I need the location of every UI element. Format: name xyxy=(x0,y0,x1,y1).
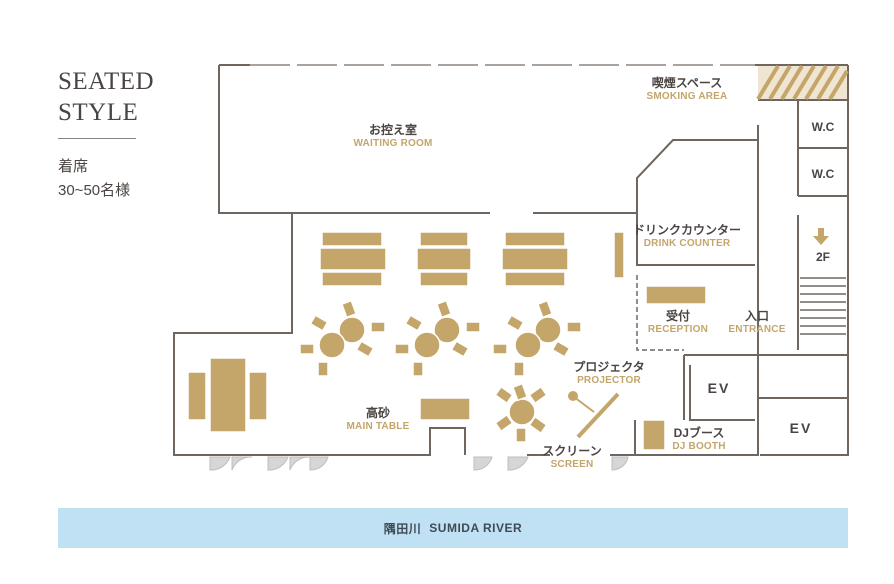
reception-jp: 受付 xyxy=(665,309,690,323)
capacity-label: 着席 xyxy=(58,158,89,175)
projector-en: PROJECTOR xyxy=(577,375,641,386)
glass-doors xyxy=(209,456,629,471)
entrance-jp: 入口 xyxy=(744,309,769,323)
drink-counter-jp: ドリンクカウンター xyxy=(632,223,741,237)
entrance-label: 入口 ENTRANCE xyxy=(722,309,792,337)
entrance-en: ENTRANCE xyxy=(728,324,786,335)
ev-label-1: EV xyxy=(707,380,731,396)
title-line-1: SEATED xyxy=(58,68,155,95)
waiting-room-label: お控え室 WAITING ROOM xyxy=(338,123,448,151)
round-table-4 xyxy=(494,382,548,443)
layout-title: SEATED STYLE xyxy=(58,66,154,128)
projector-label: プロジェクタ PROJECTOR xyxy=(568,360,650,388)
title-line-2: STYLE xyxy=(58,99,139,126)
stairs xyxy=(800,277,846,335)
round-tables xyxy=(299,299,582,443)
furniture xyxy=(187,231,707,451)
screen-jp: スクリーン xyxy=(542,444,602,458)
waiting-room-en: WAITING ROOM xyxy=(353,138,433,149)
capacity-text: 着席 30~50名様 xyxy=(58,155,130,203)
river-jp: 隅田川 xyxy=(383,521,422,536)
down-arrow-icon xyxy=(813,228,829,245)
main-table-en: MAIN TABLE xyxy=(346,421,410,432)
title-divider xyxy=(58,138,136,139)
screen-icon xyxy=(576,392,620,439)
round-table-2 xyxy=(394,299,481,377)
smoking-area-en: SMOKING AREA xyxy=(646,91,728,102)
main-table-jp: 高砂 xyxy=(365,406,390,420)
dj-booth-label: DJブース DJ BOOTH xyxy=(666,426,732,454)
sumida-river: 隅田川 SUMIDA RIVER xyxy=(58,508,848,548)
reception-label: 受付 RECEPTION xyxy=(640,309,716,337)
wc-label-2: W.C xyxy=(811,167,835,181)
river-en: SUMIDA RIVER xyxy=(429,521,523,535)
round-table-3 xyxy=(492,299,582,377)
projector-icon xyxy=(568,391,595,413)
projector-jp: プロジェクタ xyxy=(573,360,645,374)
drink-counter-label: ドリンクカウンター DRINK COUNTER xyxy=(622,223,752,251)
stairs-floor-label: 2F xyxy=(815,250,830,264)
main-table-label: 高砂 MAIN TABLE xyxy=(340,406,416,434)
drink-counter-en: DRINK COUNTER xyxy=(643,238,731,249)
round-table-1 xyxy=(299,299,386,377)
waiting-room-jp: お控え室 xyxy=(368,123,417,137)
screen-label: スクリーン SCREEN xyxy=(535,444,609,472)
dj-booth-jp: DJブース xyxy=(673,426,725,440)
ev-label-2: EV xyxy=(789,420,813,436)
reception-en: RECEPTION xyxy=(647,324,709,335)
capacity-value: 30~50名様 xyxy=(58,182,131,199)
dj-booth-en: DJ BOOTH xyxy=(672,441,726,452)
smoking-area-jp: 喫煙スペース xyxy=(651,76,723,90)
smoking-area-label: 喫煙スペース SMOKING AREA xyxy=(632,76,742,104)
screen-en: SCREEN xyxy=(550,459,594,470)
walls xyxy=(173,64,849,456)
smoking-area-hatch xyxy=(756,64,849,101)
wc-label-1: W.C xyxy=(811,120,835,134)
